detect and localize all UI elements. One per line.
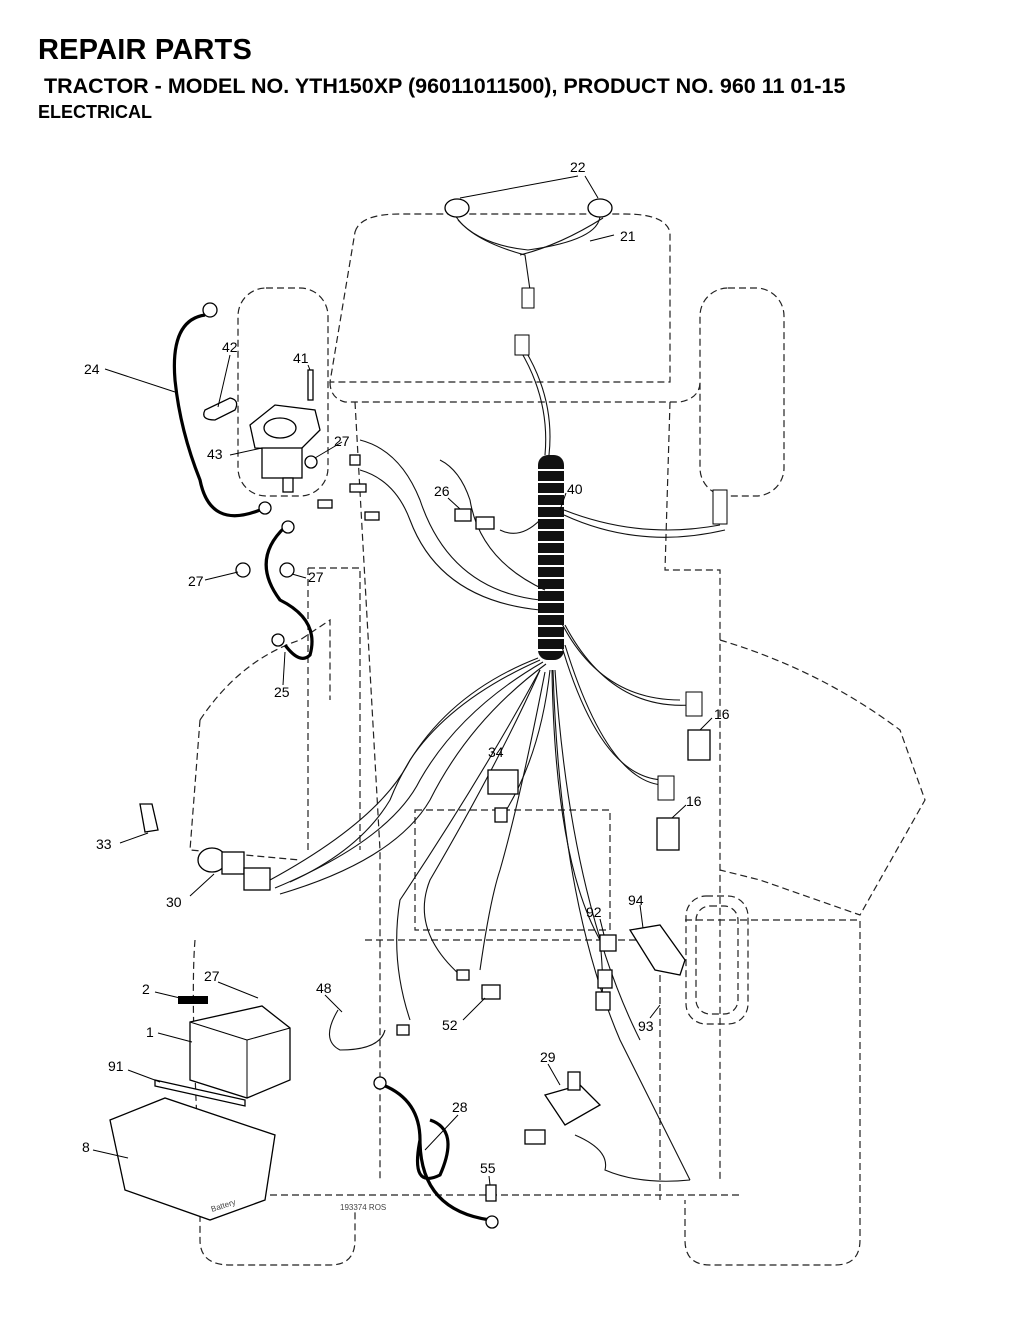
switch [487,769,519,795]
seat-switch [628,924,686,976]
battery-bolt [178,996,208,1004]
callout-94: 94 [628,892,644,908]
ground-wire [328,1009,386,1051]
callout-40: 40 [567,481,583,497]
nut [304,455,318,469]
callout-42: 42 [222,339,238,355]
callout-43: 43 [207,446,223,462]
section-title: ELECTRICAL [38,102,152,122]
callout-48: 48 [316,980,332,996]
harness-loom [538,455,564,660]
page-subtitle: TRACTOR - MODEL NO. YTH150XP (9601101150… [44,74,846,98]
callout-26: 26 [434,483,450,499]
nut [279,562,295,578]
callout-52: 52 [442,1017,458,1033]
ignition-key [139,803,159,833]
battery [189,1005,291,1099]
callout-1: 1 [146,1024,154,1040]
terminal-boot [203,397,238,421]
callout-27a: 27 [334,433,350,449]
callout-27b: 27 [188,573,204,589]
wire-harness [269,175,728,1181]
callout-16b: 16 [686,793,702,809]
leader-lines [92,234,713,1186]
callout-41: 41 [293,350,309,366]
nut [235,562,251,578]
callout-16a: 16 [714,706,730,722]
callout-27c: 27 [308,569,324,585]
battery-strap [154,1079,246,1107]
battery-cables [172,302,499,1229]
callout-28: 28 [452,1099,468,1115]
pto-switch [524,1071,691,1182]
interlock-switch [656,817,680,851]
battery-tray [109,1097,276,1221]
ground-bolt [485,1184,497,1202]
callout-91: 91 [108,1058,124,1074]
callout-8: 8 [82,1139,90,1155]
callout-27d: 27 [204,968,220,984]
drawing-number: 193374 ROS [340,1203,386,1212]
callout-25: 25 [274,684,290,700]
callout-93: 93 [638,1018,654,1034]
callouts: 22 21 42 41 24 27 43 26 40 27 27 25 16 3… [82,159,730,1212]
callout-22: 22 [570,159,586,175]
starter-solenoid [249,404,321,493]
page-title: REPAIR PARTS [38,34,253,66]
callout-29: 29 [540,1049,556,1065]
interlock-switch [687,729,711,761]
callout-21: 21 [620,228,636,244]
bolt [307,369,314,401]
callout-2: 2 [142,981,150,997]
ignition-switch [197,847,271,891]
callout-34: 34 [488,744,504,760]
callout-24: 24 [84,361,100,377]
callout-92: 92 [586,904,602,920]
callout-30: 30 [166,894,182,910]
callout-33: 33 [96,836,112,852]
callout-55: 55 [480,1160,496,1176]
fuse [454,508,472,522]
